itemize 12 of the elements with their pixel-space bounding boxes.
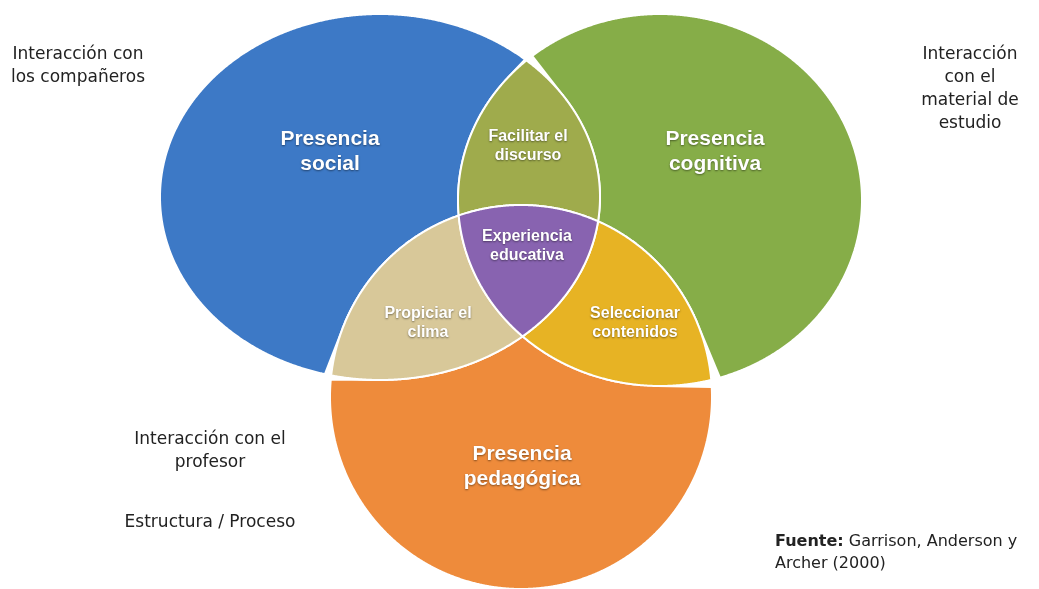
region-label: Presencia cognitiva (664, 124, 766, 176)
region-label: Facilitar el discurso (487, 125, 569, 165)
annotation-text: Interacción con el material de estudio (920, 42, 1020, 134)
region-label: Presencia social (279, 124, 381, 176)
source-caption: Fuente: Garrison, Anderson y Archer (2000) (775, 530, 1019, 574)
annotation-text: Interacción con los compañeros (10, 42, 146, 88)
region-label: Propiciar el clima (383, 302, 473, 342)
annotation-text: Estructura / Proceso (124, 510, 296, 533)
region-label: Seleccionar contenidos (589, 302, 681, 342)
region-label: Presencia pedagógica (462, 439, 582, 491)
region-label: Experiencia educativa (481, 225, 573, 265)
annotation-text: Interacción con el profesor (133, 427, 287, 473)
